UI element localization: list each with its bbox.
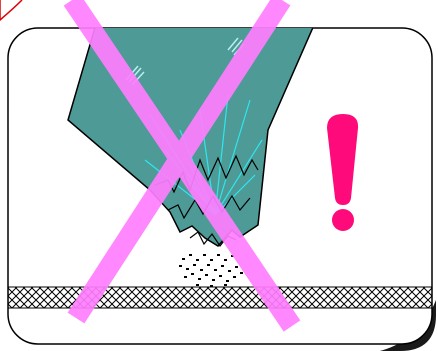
- floor-hatch: [8, 287, 432, 308]
- corner-mark: [0, 0, 22, 20]
